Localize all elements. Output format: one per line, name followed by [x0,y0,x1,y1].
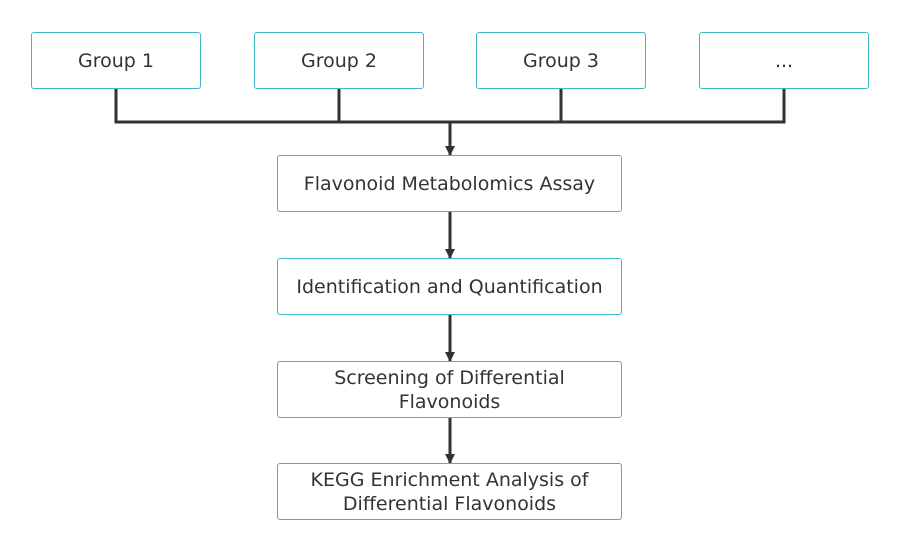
group-2-box: Group 2 [254,32,424,89]
step-identification-label: Identification and Quantification [296,275,603,298]
group-3-label: Group 3 [523,49,599,72]
group-1-label: Group 1 [78,49,154,72]
step-flavonoid-assay-box: Flavonoid Metabolomics Assay [277,155,622,212]
group-more-box: ... [699,32,869,89]
step-kegg-box: KEGG Enrichment Analysis of Differential… [277,463,622,520]
step-screening-label: Screening of Differential Flavonoids [334,366,565,413]
step-flavonoid-assay-label: Flavonoid Metabolomics Assay [303,172,596,195]
step-screening-box: Screening of Differential Flavonoids [277,361,622,418]
step-kegg-label: KEGG Enrichment Analysis of Differential… [310,468,589,515]
group-2-label: Group 2 [301,49,377,72]
group-more-label: ... [774,49,794,72]
group-1-box: Group 1 [31,32,201,89]
group-3-box: Group 3 [476,32,646,89]
step-identification-box: Identification and Quantification [277,258,622,315]
